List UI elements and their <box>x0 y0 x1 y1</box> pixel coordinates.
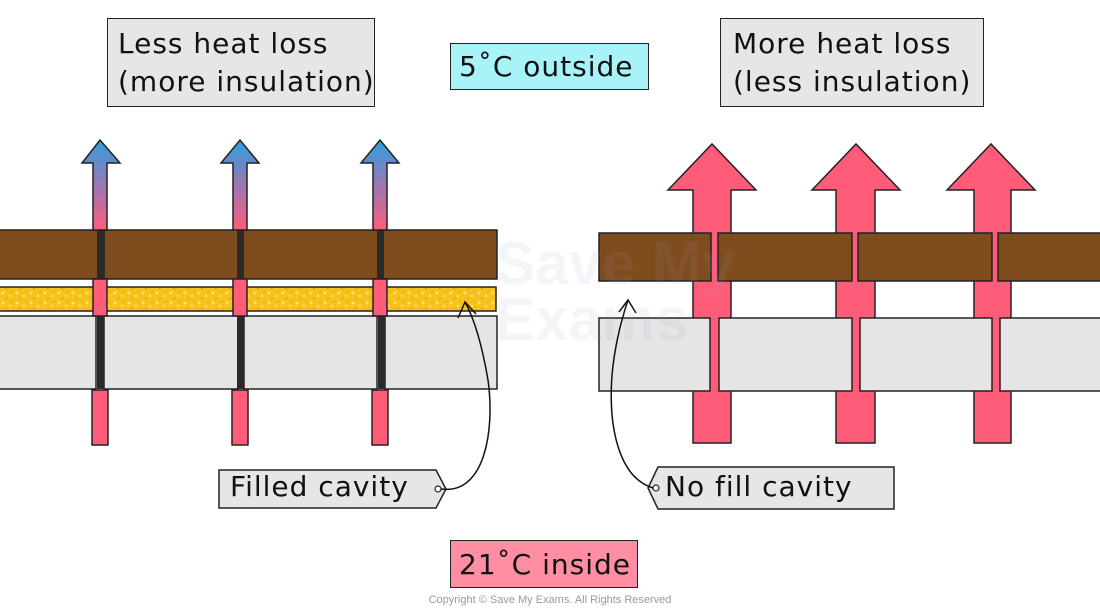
heat-arrow-small <box>359 138 401 446</box>
outside-temperature-label: 5˚C outside <box>450 43 649 90</box>
left-brick <box>0 229 100 280</box>
right-block <box>859 317 993 392</box>
left-brick <box>103 229 239 280</box>
heat-arrows-large <box>666 142 1037 444</box>
foam-insulation-layer <box>0 286 497 312</box>
right-block <box>598 317 711 392</box>
left-block <box>243 315 378 390</box>
heat-arrow-large <box>945 142 1037 444</box>
copyright-notice: Copyright © Save My Exams. All Rights Re… <box>428 594 672 606</box>
left-block <box>0 315 97 390</box>
heat-arrow-large <box>810 142 902 444</box>
right-wall-unfilled <box>598 232 1100 392</box>
right-brick <box>857 232 993 282</box>
less-heat-loss-label: Less heat loss (more insulation) <box>107 18 375 107</box>
filled-cavity-tag <box>218 469 447 509</box>
heat-arrow-small <box>219 138 261 446</box>
heat-arrow-small <box>80 138 122 446</box>
right-title-line1: More heat loss <box>733 27 952 60</box>
left-title-line1: Less heat loss <box>118 27 329 60</box>
left-brick <box>242 229 379 280</box>
right-brick <box>717 232 853 282</box>
no-fill-cavity-tag <box>647 466 895 510</box>
more-heat-loss-label: More heat loss (less insulation) <box>720 18 984 107</box>
pointer-lines <box>440 298 654 490</box>
heat-arrows-reduced <box>80 138 401 446</box>
inside-temperature-label: 21˚C inside <box>450 540 638 588</box>
right-title-line2: (less insulation) <box>733 65 972 98</box>
heat-arrow-large <box>666 142 758 444</box>
right-brick <box>997 232 1100 282</box>
no-fill-cavity-label: No fill cavity <box>665 470 853 503</box>
left-wall-filled <box>0 229 498 390</box>
right-block <box>999 317 1100 392</box>
left-title-line2: (more insulation) <box>118 65 375 98</box>
right-block <box>718 317 853 392</box>
watermark: Save My Exams <box>495 230 736 353</box>
left-brick <box>382 229 498 280</box>
filled-cavity-label: Filled cavity <box>230 470 409 503</box>
right-brick <box>598 232 712 282</box>
left-block <box>103 315 239 390</box>
left-block <box>384 315 498 390</box>
